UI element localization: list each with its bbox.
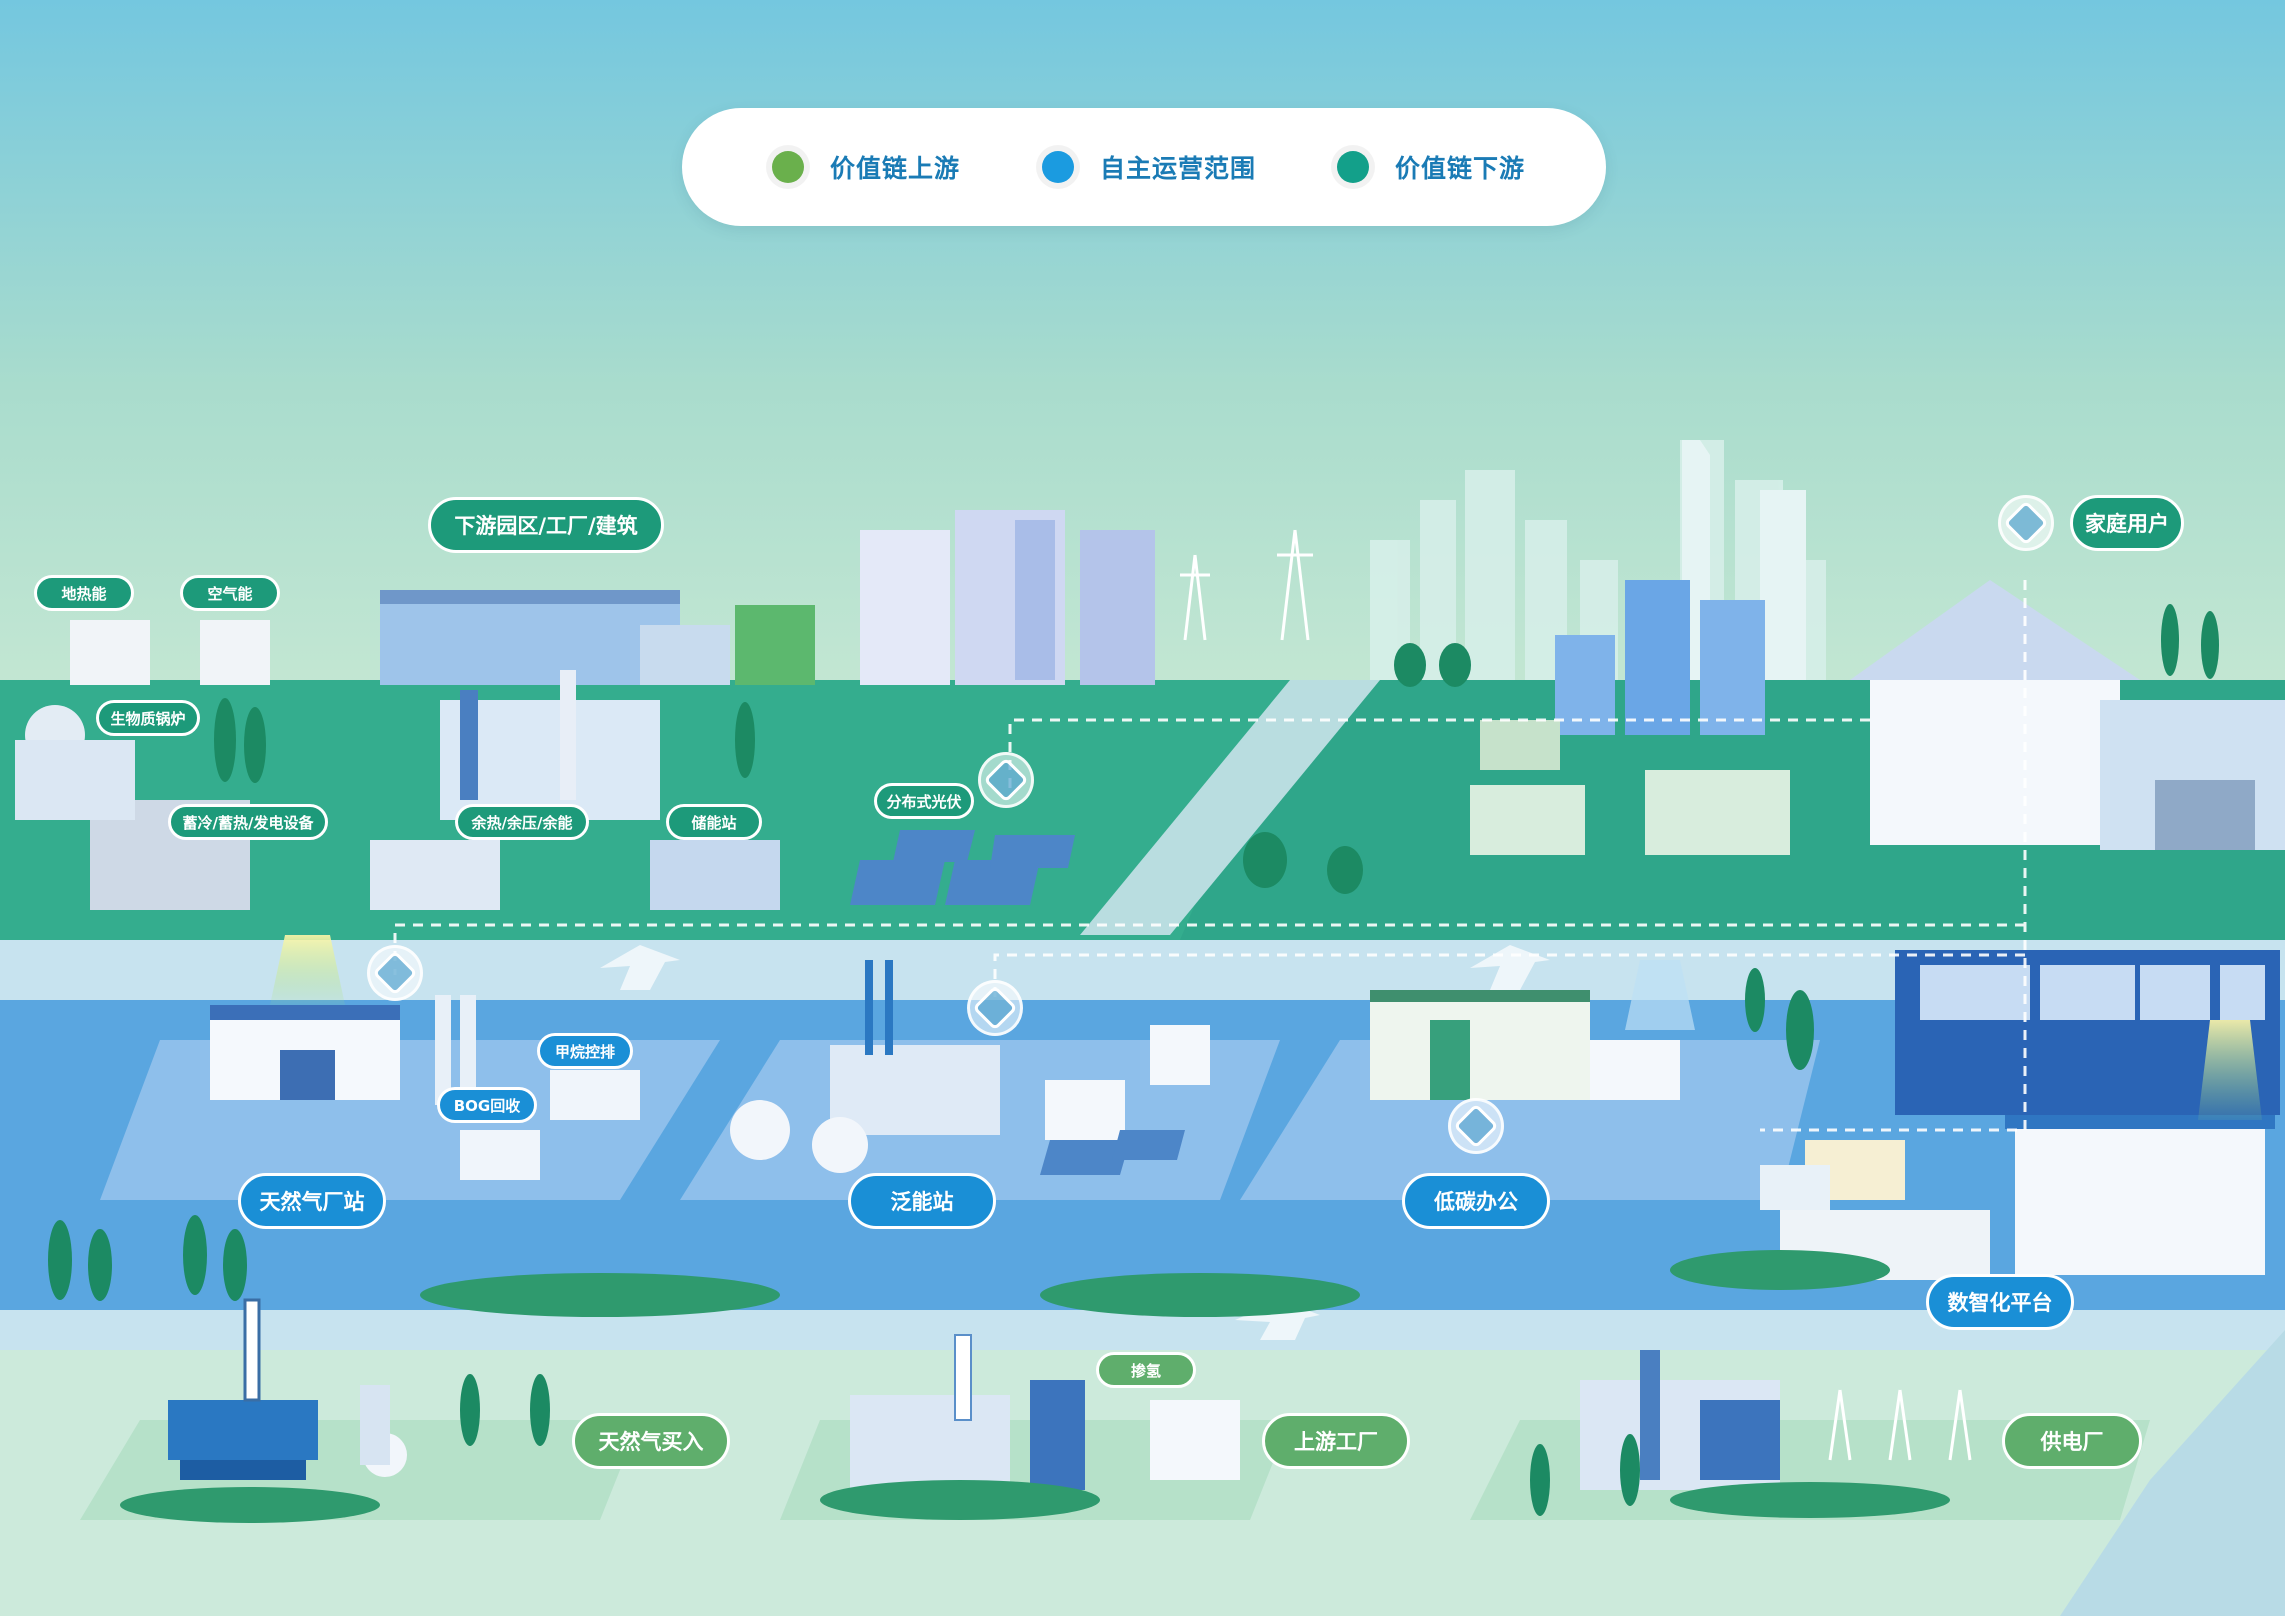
- globe-network-icon: [1448, 1098, 1504, 1154]
- road: [1080, 680, 1380, 935]
- legend-label-operation: 自主运营范围: [1100, 154, 1257, 183]
- label-waste-heat: 余热/余压/余能: [455, 804, 589, 840]
- label-upstream-factory: 上游工厂: [1262, 1413, 1410, 1469]
- label-gas-purchase: 天然气买入: [572, 1413, 730, 1469]
- power-pylons: [1180, 529, 1972, 1461]
- label-hydrogen-blending: 掺氢: [1096, 1352, 1196, 1388]
- flow-node-icon: [978, 752, 1034, 808]
- legend: 价值链上游 自主运营范围 价值链下游: [682, 108, 1606, 226]
- legend-item-downstream: 价值链下游: [1337, 108, 1525, 226]
- solar-panels: [850, 830, 1075, 905]
- legend-item-upstream: 价值链上游: [772, 108, 960, 226]
- label-methane-control: 甲烷控排: [537, 1033, 633, 1069]
- flow-node-icon: [967, 980, 1023, 1036]
- label-pan-energy-station: 泛能站: [848, 1173, 996, 1229]
- label-power-plant: 供电厂: [2002, 1413, 2142, 1469]
- residential-buildings: [1470, 580, 1790, 855]
- label-low-carbon-office: 低碳办公: [1402, 1173, 1550, 1229]
- factory-buildings: [15, 590, 815, 910]
- label-distributed-solar: 分布式光伏: [874, 783, 974, 819]
- trees: [48, 604, 2219, 1516]
- label-air-energy: 空气能: [180, 575, 280, 611]
- legend-dot-downstream-icon: [1337, 151, 1369, 183]
- legend-dot-operation-icon: [1042, 151, 1074, 183]
- label-digital-platform: 数智化平台: [1926, 1274, 2074, 1330]
- label-bog-recovery: BOG回收: [437, 1087, 537, 1123]
- household-house: [1850, 580, 2285, 850]
- label-biomass-boiler: 生物质锅炉: [96, 700, 200, 736]
- legend-item-operation: 自主运营范围: [1042, 108, 1256, 226]
- legend-label-downstream: 价值链下游: [1395, 154, 1526, 183]
- label-cold-heat-power-equipment: 蓄冷/蓄热/发电设备: [168, 804, 328, 840]
- label-storage-station: 储能站: [666, 804, 762, 840]
- label-household-users: 家庭用户: [2070, 495, 2184, 551]
- label-geothermal: 地热能: [34, 575, 134, 611]
- label-lng-plant: 天然气厂站: [238, 1173, 386, 1229]
- office-towers: [860, 510, 1155, 685]
- legend-dot-upstream-icon: [772, 151, 804, 183]
- legend-label-upstream: 价值链上游: [830, 154, 961, 183]
- tree-belts: [120, 1250, 1950, 1523]
- hexagon-network-icon: [1998, 495, 2054, 551]
- operation-buildings: [210, 960, 1680, 1180]
- label-downstream-park: 下游园区/工厂/建筑: [428, 497, 664, 553]
- flow-node-icon: [367, 945, 423, 1001]
- upstream-buildings: [168, 1298, 1780, 1490]
